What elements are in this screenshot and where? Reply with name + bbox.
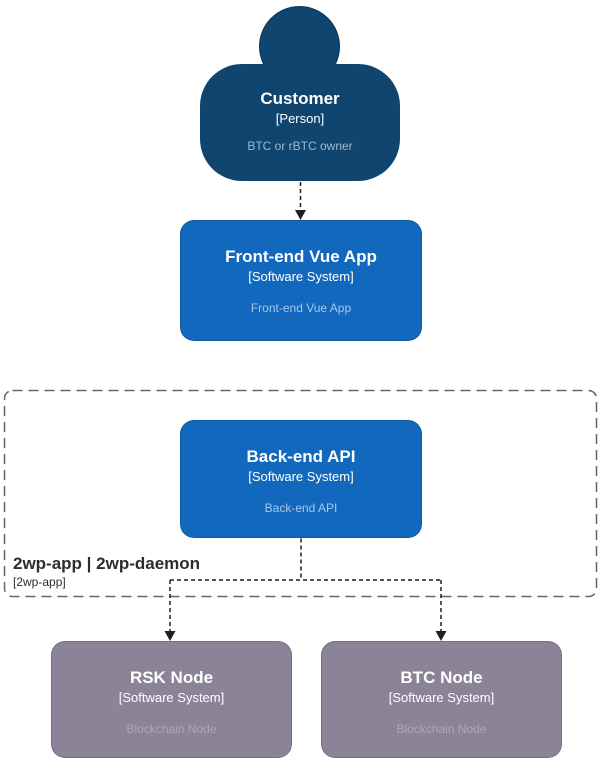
node-description: Blockchain Node (126, 722, 217, 736)
node-subtitle: [Software System] (248, 269, 354, 284)
arrowhead-down-icon (164, 631, 176, 641)
node-backend-api[interactable]: Back-end API [Software System] Back-end … (180, 420, 422, 538)
node-subtitle: [Software System] (248, 469, 354, 484)
node-subtitle: [Person] (275, 111, 325, 126)
node-btc-node[interactable]: BTC Node [Software System] Blockchain No… (321, 641, 562, 758)
node-title: Front-end Vue App (225, 247, 377, 266)
boundary-border (3, 389, 598, 598)
boundary-title: 2wp-app | 2wp-daemon (13, 554, 201, 573)
arrowhead-down-icon (295, 210, 306, 220)
node-rsk-node[interactable]: RSK Node [Software System] Blockchain No… (51, 641, 292, 758)
node-subtitle: [Software System] (388, 690, 495, 705)
connector-backend-nodes (164, 538, 447, 641)
node-frontend-vue-app[interactable]: Front-end Vue App [Software System] Fron… (180, 220, 422, 341)
node-title: Customer (260, 89, 340, 108)
node-description: BTC or rBTC owner (247, 139, 353, 153)
node-customer[interactable]: Customer [Person] BTC or rBTC owner (200, 64, 400, 181)
connector-customer-frontend (295, 182, 306, 220)
boundary-subtitle: [2wp-app] (13, 575, 66, 589)
node-description: Back-end API (264, 501, 338, 515)
node-description: Blockchain Node (396, 722, 487, 736)
node-description: Front-end Vue App (250, 301, 352, 315)
node-title: BTC Node (400, 668, 483, 687)
node-subtitle: [Software System] (118, 690, 225, 705)
node-title: RSK Node (129, 668, 214, 687)
arrowhead-down-icon (435, 631, 447, 641)
boundary-2wp-app-label: 2wp-app | 2wp-daemon [2wp-app] (13, 553, 200, 590)
node-title: Back-end API (246, 447, 356, 466)
